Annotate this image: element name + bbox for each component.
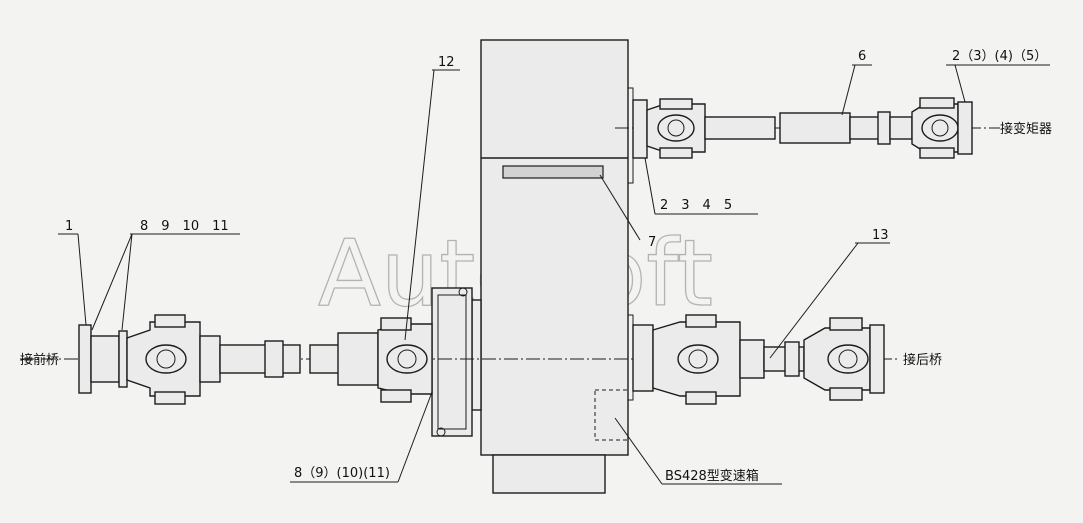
gearbox-side-flange — [431, 287, 473, 437]
front-axle-shaft — [78, 314, 301, 405]
gearbox — [471, 39, 634, 494]
rear-axle-shaft — [632, 314, 885, 405]
callout-8-9-10-11: 8 9 10 11 — [140, 219, 229, 234]
callout-2-paren: 2（3）(4)（5） — [952, 49, 1047, 64]
callout-8-paren: 8（9）(10)(11) — [294, 466, 390, 481]
callout-6: 6 — [858, 49, 866, 64]
torque-converter-shaft — [632, 97, 973, 159]
leader-lines — [58, 64, 1050, 485]
callout-1: 1 — [65, 219, 73, 234]
label-torque-converter: 接变矩器 — [1000, 121, 1052, 137]
label-front-axle: 接前桥 — [20, 352, 59, 368]
middle-shaft — [309, 317, 433, 403]
callout-13: 13 — [872, 228, 889, 243]
callout-12: 12 — [438, 55, 455, 70]
callout-2-3-4-5: 2 3 4 5 — [660, 198, 732, 213]
callout-7: 7 — [648, 235, 656, 250]
label-rear-axle: 接后桥 — [903, 352, 942, 368]
label-gearbox: BS428型变速箱 — [665, 468, 759, 484]
